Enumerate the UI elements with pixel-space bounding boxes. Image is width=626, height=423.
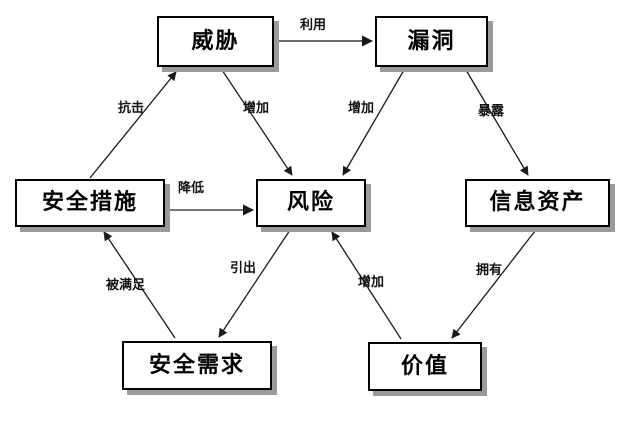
node-value-label: 价值 xyxy=(400,353,449,379)
edge-label-exploit: 利用 xyxy=(300,18,327,33)
edge-label-expose: 暴露 xyxy=(478,104,505,119)
edge-threat-to-risk xyxy=(221,69,293,176)
node-threat[interactable]: 威胁 xyxy=(157,16,274,67)
edge-control-to-threat xyxy=(89,71,177,179)
node-information-asset-label: 信息资产 xyxy=(489,190,586,215)
edge-label-increase-value-risk: 增加 xyxy=(358,275,385,290)
node-vulnerability[interactable]: 漏洞 xyxy=(375,16,488,67)
edge-label-own: 拥有 xyxy=(476,263,503,278)
node-information-asset[interactable]: 信息资产 xyxy=(465,179,610,227)
node-security-control[interactable]: 安全措施 xyxy=(15,179,165,227)
edge-label-counter: 抗击 xyxy=(118,101,145,116)
node-risk[interactable]: 风险 xyxy=(256,179,366,227)
edge-label-satisfied-by: 被满足 xyxy=(106,278,146,293)
edge-label-reduce: 降低 xyxy=(178,181,205,196)
edge-label-increase-threat-risk: 增加 xyxy=(243,101,270,116)
node-value[interactable]: 价值 xyxy=(368,342,482,391)
edge-vuln-to-asset xyxy=(465,69,529,176)
node-security-requirement[interactable]: 安全需求 xyxy=(122,341,272,390)
edge-asset-to-value xyxy=(451,230,536,339)
node-security-control-label: 安全措施 xyxy=(41,190,138,215)
node-threat-label: 威胁 xyxy=(191,28,240,54)
edge-label-derive: 引出 xyxy=(230,261,257,276)
edge-risk-to-need xyxy=(218,229,291,338)
node-security-requirement-label: 安全需求 xyxy=(148,352,245,378)
edge-label-increase-vuln-risk: 增加 xyxy=(348,101,375,116)
edge-vuln-to-risk xyxy=(342,69,405,176)
node-vulnerability-label: 漏洞 xyxy=(407,28,456,54)
node-risk-label: 风险 xyxy=(286,190,335,215)
